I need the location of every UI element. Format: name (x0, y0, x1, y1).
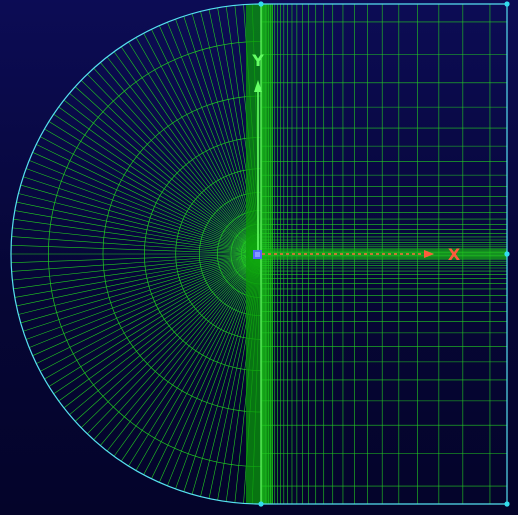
origin-triad-icon (253, 250, 262, 259)
x-axis-label: X (448, 245, 461, 264)
y-axis-label: Y (251, 51, 264, 70)
semicircle-mesh-region (11, 4, 262, 504)
y-axis-arrow-icon (254, 80, 262, 250)
x-axis-arrow-icon (262, 250, 434, 258)
geometry-vertices (258, 1, 510, 507)
